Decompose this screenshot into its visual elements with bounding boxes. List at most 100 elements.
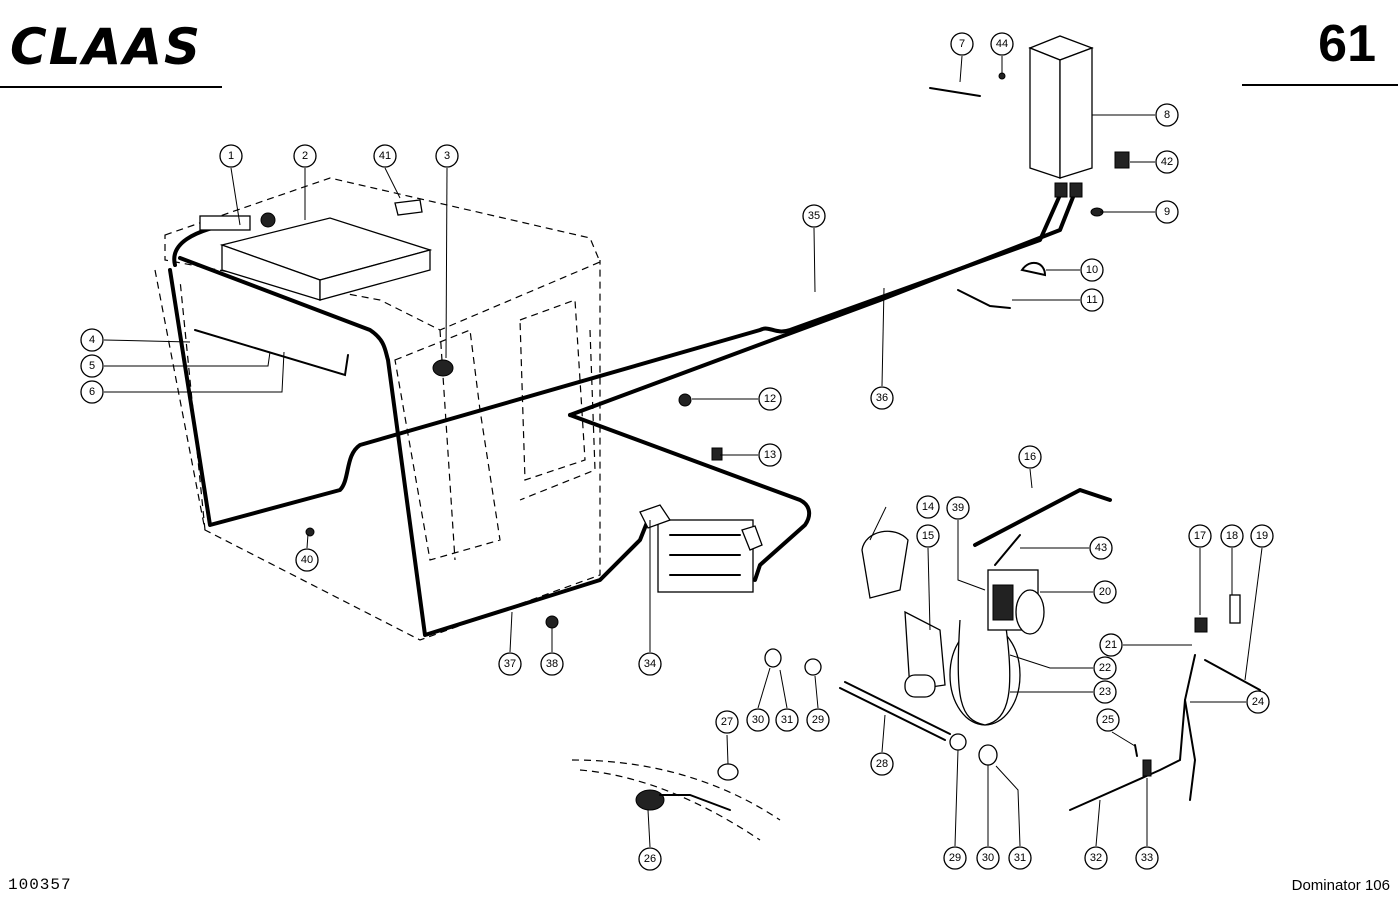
callout-10: 10 (1080, 258, 1104, 282)
callout-20: 20 (1093, 580, 1117, 604)
leader-lines (103, 55, 1263, 848)
callout-39: 39 (946, 496, 970, 520)
svg-text:14: 14 (922, 501, 934, 513)
svg-text:28: 28 (876, 758, 888, 770)
callout-31-bottom: 31 (1008, 846, 1032, 870)
callout-37: 37 (498, 652, 522, 676)
callout-8: 8 (1155, 103, 1179, 127)
relay-box (1028, 35, 1094, 179)
callout-34: 34 (638, 652, 662, 676)
svg-text:17: 17 (1194, 530, 1206, 542)
callout-19: 19 (1250, 524, 1274, 548)
svg-text:2: 2 (302, 150, 308, 162)
callout-30-bottom: 30 (976, 846, 1000, 870)
callout-11: 11 (1080, 288, 1104, 312)
callout-32: 32 (1084, 846, 1108, 870)
callout-6: 6 (80, 380, 104, 404)
callout-35: 35 (802, 204, 826, 228)
callout-40: 40 (295, 548, 319, 572)
svg-text:35: 35 (808, 210, 820, 222)
svg-text:3: 3 (444, 150, 450, 162)
svg-text:31: 31 (1014, 852, 1026, 864)
svg-text:21: 21 (1105, 639, 1117, 651)
svg-text:33: 33 (1141, 852, 1153, 864)
svg-text:22: 22 (1099, 662, 1111, 674)
svg-text:37: 37 (504, 658, 516, 670)
svg-text:13: 13 (764, 449, 776, 461)
svg-text:27: 27 (721, 716, 733, 728)
svg-text:4: 4 (89, 334, 95, 346)
callout-15: 15 (916, 524, 940, 548)
callout-44: 44 (990, 32, 1014, 56)
svg-text:44: 44 (996, 38, 1008, 50)
svg-text:6: 6 (89, 386, 95, 398)
svg-text:7: 7 (959, 38, 965, 50)
callout-24: 24 (1246, 690, 1270, 714)
callout-18: 18 (1220, 524, 1244, 548)
svg-text:23: 23 (1099, 686, 1111, 698)
control-box (219, 217, 433, 301)
callout-33: 33 (1135, 846, 1159, 870)
svg-text:38: 38 (546, 658, 558, 670)
svg-text:41: 41 (379, 150, 391, 162)
svg-text:5: 5 (89, 360, 95, 372)
svg-text:11: 11 (1086, 294, 1097, 306)
callout-29-top: 29 (806, 708, 830, 732)
callout-30-top: 30 (746, 708, 770, 732)
svg-text:30: 30 (752, 714, 764, 726)
callout-31-top: 31 (775, 708, 799, 732)
callout-13: 13 (758, 443, 782, 467)
callout-16: 16 (1018, 445, 1042, 469)
svg-text:34: 34 (644, 658, 656, 670)
svg-text:8: 8 (1164, 109, 1170, 121)
svg-text:1: 1 (228, 150, 234, 162)
claas-logo: CLAAS (10, 18, 202, 74)
svg-text:43: 43 (1095, 542, 1107, 554)
svg-text:12: 12 (764, 393, 776, 405)
callout-5: 5 (80, 354, 104, 378)
callout-2: 2 (293, 144, 317, 168)
header-rule-right (1242, 84, 1398, 86)
compressor-assembly (764, 488, 1241, 766)
callout-21: 21 (1099, 633, 1123, 657)
drawing-number: 100357 (8, 876, 72, 894)
page-number: 61 (1318, 15, 1376, 73)
callout-23: 23 (1093, 680, 1117, 704)
svg-text:32: 32 (1090, 852, 1102, 864)
wiring-harness (168, 190, 1077, 637)
svg-text:31: 31 (781, 714, 793, 726)
callout-26: 26 (638, 847, 662, 871)
heater-unit (639, 504, 763, 593)
sensor-wires (1069, 654, 1261, 811)
callout-25: 25 (1096, 708, 1120, 732)
callout-3: 3 (435, 144, 459, 168)
callout-41: 41 (373, 144, 397, 168)
callout-7: 7 (950, 32, 974, 56)
header-rule-left (0, 86, 222, 88)
svg-text:10: 10 (1086, 264, 1098, 276)
hose-clamp-assembly (571, 759, 781, 841)
callout-36: 36 (870, 386, 894, 410)
svg-text:9: 9 (1164, 206, 1170, 218)
callout-12: 12 (758, 387, 782, 411)
svg-text:24: 24 (1252, 696, 1264, 708)
svg-text:36: 36 (876, 392, 888, 404)
callout-38: 38 (540, 652, 564, 676)
svg-text:42: 42 (1161, 156, 1173, 168)
callout-43: 43 (1089, 536, 1113, 560)
callout-4: 4 (80, 328, 104, 352)
svg-text:19: 19 (1256, 530, 1268, 542)
brand-name: CLAAS (10, 18, 202, 74)
callout-9: 9 (1155, 200, 1179, 224)
svg-text:15: 15 (922, 530, 934, 542)
svg-text:26: 26 (644, 853, 656, 865)
callout-42: 42 (1155, 150, 1179, 174)
callout-22: 22 (1093, 656, 1117, 680)
svg-text:39: 39 (952, 502, 964, 514)
callout-27: 27 (715, 710, 739, 734)
svg-text:29: 29 (812, 714, 824, 726)
model-label: Dominator 106 (1291, 877, 1390, 894)
svg-text:30: 30 (982, 852, 994, 864)
svg-text:25: 25 (1102, 714, 1114, 726)
callout-14: 14 (916, 495, 940, 519)
